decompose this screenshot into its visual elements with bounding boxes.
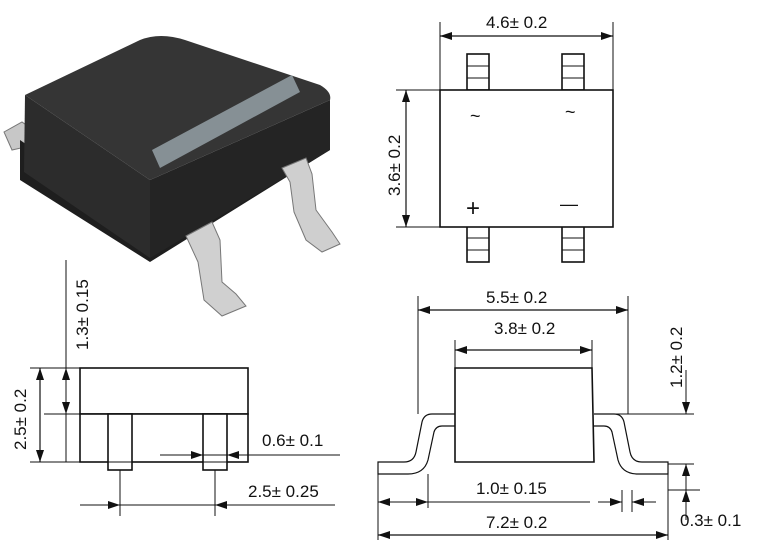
minus-symbol: — <box>560 194 578 214</box>
dim-top-body-width: 3.8± 0.2 <box>494 319 555 338</box>
bottom-lead-2 <box>561 225 585 263</box>
dim-foot-length: 1.0± 0.15 <box>476 479 547 498</box>
dim-side-height: 2.5± 0.2 <box>11 389 30 450</box>
dim-body-width: 5.5± 0.2 <box>486 288 547 307</box>
lead-right <box>281 157 341 253</box>
profile-body <box>454 367 595 463</box>
dim-overall-length: 7.2± 0.2 <box>486 513 547 532</box>
profile-lead-left <box>377 413 455 475</box>
ac-symbol-2: ~ <box>565 102 576 122</box>
package-top <box>25 36 331 180</box>
dim-top-height: 3.6± 0.2 <box>385 135 404 196</box>
dim-lead-pitch: 2.5± 0.25 <box>248 482 319 501</box>
plus-symbol: + <box>466 195 480 222</box>
package-side <box>24 95 150 258</box>
side-lead-1 <box>107 413 133 471</box>
bottom-lead-1 <box>466 225 490 263</box>
dim-lead-width: 0.6± 0.1 <box>262 431 323 450</box>
top-body <box>439 89 614 228</box>
side-view: 1.3± 0.15 2.5± 0.2 0.6± 0.1 2.5± 0.25 <box>11 260 340 516</box>
lead-front <box>185 221 247 317</box>
top-view: ~ ~ + — 4.6± 0.2 3.6± 0.2 <box>385 13 614 263</box>
dim-profile-height: 1.2± 0.2 <box>667 327 686 388</box>
dim-top-width: 4.6± 0.2 <box>486 13 547 32</box>
side-body-upper <box>79 367 249 415</box>
package-front <box>150 100 330 258</box>
ac-symbol-1: ~ <box>470 106 481 126</box>
profile-lead-right <box>594 413 669 475</box>
marking-stripe <box>152 75 300 168</box>
dim-side-lead-height: 1.3± 0.15 <box>73 279 92 350</box>
dim-lead-thickness: 0.3± 0.1 <box>680 511 741 530</box>
profile-view: 5.5± 0.2 3.8± 0.2 1.2± 0.2 0.3± 0.1 1.0±… <box>377 288 741 540</box>
package-render <box>3 36 341 317</box>
top-lead-2 <box>561 53 585 91</box>
top-lead-1 <box>466 53 490 91</box>
